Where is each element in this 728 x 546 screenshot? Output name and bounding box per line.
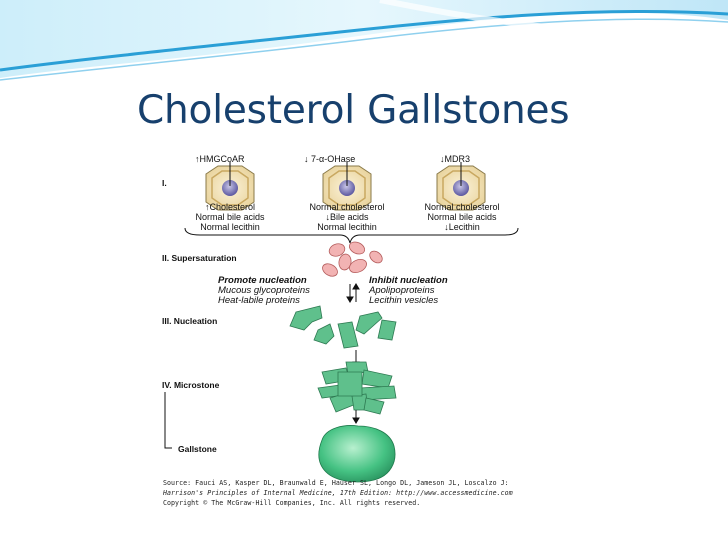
cell-line: Normal lecithin xyxy=(200,222,260,232)
stage-label-1: I. xyxy=(162,178,167,188)
arrow-icon xyxy=(352,410,360,424)
hepatocyte-icon xyxy=(322,165,372,211)
header-wave-decoration xyxy=(0,0,728,81)
gallstone-icon xyxy=(318,425,396,483)
stage-label-gallstone: Gallstone xyxy=(178,444,217,454)
hepatocyte-icon xyxy=(205,165,255,211)
source-line: Source: Fauci AS, Kasper DL, Braunwald E… xyxy=(163,479,509,487)
promote-item: Mucous glycoproteins xyxy=(218,285,310,296)
cell-line: Normal lecithin xyxy=(317,222,377,232)
promote-item: Heat-labile proteins xyxy=(218,295,300,306)
stage-label-microstone: IV. Microstone xyxy=(162,380,220,390)
promote-heading: Promote nucleation xyxy=(218,275,307,286)
vesicle-icon xyxy=(322,241,383,277)
enzyme-label: ↑HMGCoAR xyxy=(195,154,245,164)
promote-nucleation-list: Promote nucleation Mucous glycoproteins … xyxy=(218,276,310,306)
source-citation: Source: Fauci AS, Kasper DL, Braunwald E… xyxy=(163,478,513,508)
cell-line: ↓Lecithin xyxy=(444,222,480,232)
hepatocyte-icon xyxy=(436,165,486,211)
inhibit-heading: Inhibit nucleation xyxy=(369,275,448,286)
cell-description: Normal cholesterol Normal bile acids ↓Le… xyxy=(407,202,517,232)
cell-line: Normal bile acids xyxy=(195,212,265,222)
cell-line: Normal bile acids xyxy=(427,212,497,222)
stage-label-supersaturation: II. Supersaturation xyxy=(162,253,237,263)
enzyme-label: ↓MDR3 xyxy=(440,154,471,164)
inhibit-item: Apolipoproteins xyxy=(369,285,435,296)
cell-line: ↓Bile acids xyxy=(325,212,369,222)
slide-title: Cholesterol Gallstones xyxy=(137,88,570,133)
cell-line: Normal cholesterol xyxy=(309,202,385,212)
microstone-icon xyxy=(317,361,397,415)
cell-line: ↑Cholesterol xyxy=(204,202,256,212)
nucleation-balance-arrows xyxy=(346,283,360,303)
cell-description: Normal cholesterol ↓Bile acids Normal le… xyxy=(292,202,402,232)
cell-line: Normal cholesterol xyxy=(424,202,500,212)
source-line: Copyright © The McGraw-Hill Companies, I… xyxy=(163,499,421,507)
stage-label-nucleation: III. Nucleation xyxy=(162,316,218,326)
enzyme-label: ↓ 7-α-OHase xyxy=(304,154,356,164)
source-line: Harrison's Principles of Internal Medici… xyxy=(163,489,513,497)
cell-description: ↑Cholesterol Normal bile acids Normal le… xyxy=(180,202,280,232)
cholesterol-crystal-icon xyxy=(289,305,397,349)
bracket xyxy=(184,227,519,244)
inhibit-item: Lecithin vesicles xyxy=(369,295,439,306)
inhibit-nucleation-list: Inhibit nucleation Apolipoproteins Lecit… xyxy=(369,276,448,306)
